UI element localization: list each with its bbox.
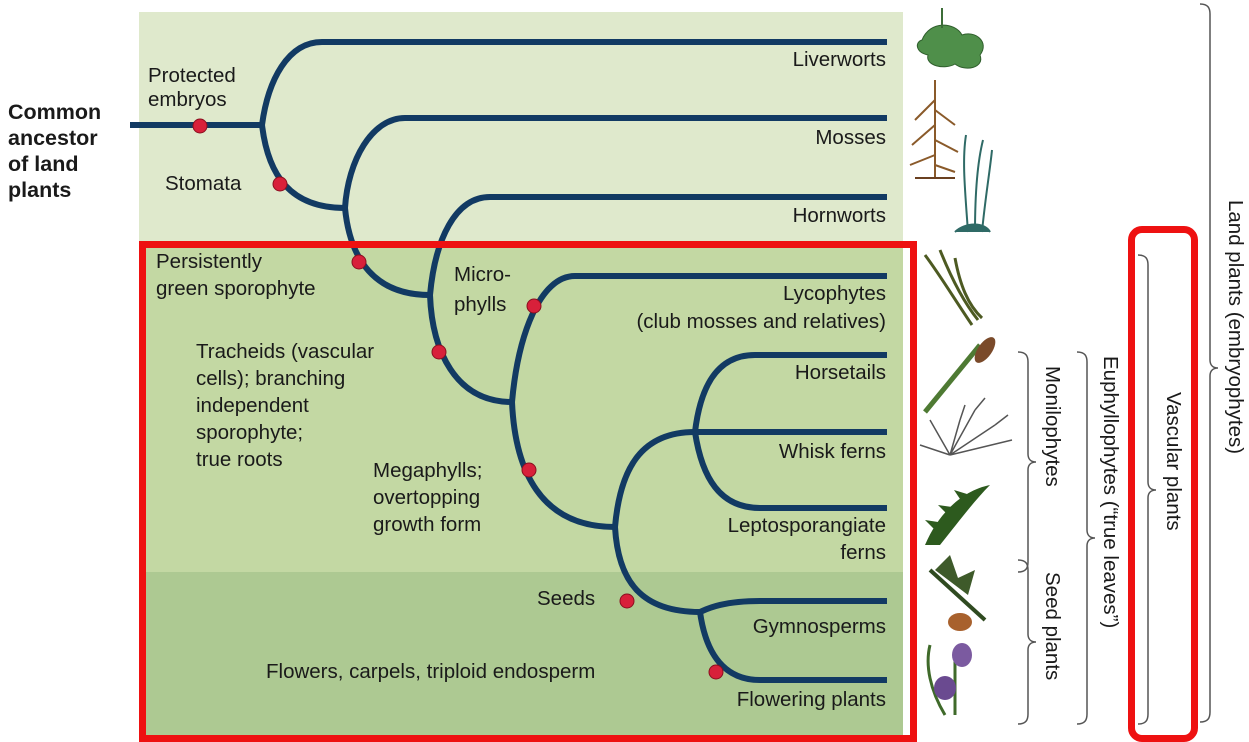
- group-euphyllophytes: Euphyllophytes (“true leaves”): [1098, 356, 1122, 628]
- root-label-line1: Common: [8, 99, 101, 125]
- taxon-whisk-ferns: Whisk ferns: [779, 440, 886, 464]
- trait-tracheids-line2: cells); branching: [196, 367, 345, 391]
- trait-tracheids-line4: sporophyte;: [196, 421, 303, 445]
- group-land-plants: Land plants (embryophytes): [1223, 200, 1247, 454]
- bracket-euphyllophytes: [1077, 352, 1095, 724]
- trait-protected-line1: Protected: [148, 64, 236, 88]
- taxon-mosses: Mosses: [815, 126, 886, 150]
- root-label-line2: ancestor: [8, 125, 98, 151]
- trait-megaphylls-line3: growth form: [373, 513, 481, 537]
- group-vascular-plants: Vascular plants: [1161, 392, 1185, 531]
- horsetail-illustration: [925, 334, 999, 412]
- whisk-fern-illustration: [920, 398, 1012, 455]
- iris-illustration: [928, 643, 972, 715]
- root-label-line3: of land: [8, 151, 78, 177]
- trait-megaphylls-line1: Megaphylls;: [373, 459, 482, 483]
- trait-dot-protected-embryos: [193, 119, 207, 133]
- taxon-gymnosperms: Gymnosperms: [753, 615, 886, 639]
- bracket-seed-plants: [1018, 560, 1036, 724]
- bracket-monilophytes: [1018, 352, 1036, 572]
- lycophyte-illustration: [925, 250, 982, 325]
- trait-seeds: Seeds: [537, 587, 595, 611]
- taxon-liverworts: Liverworts: [793, 48, 886, 72]
- trait-microphylls-line1: Micro-: [454, 263, 511, 287]
- group-seed-plants: Seed plants: [1040, 572, 1064, 680]
- trait-tracheids-line3: independent: [196, 394, 309, 418]
- trait-dot-stomata: [273, 177, 287, 191]
- branch-stomata: [262, 125, 345, 208]
- trait-microphylls-line2: phylls: [454, 293, 506, 317]
- trait-persistently-line2: green sporophyte: [156, 277, 316, 301]
- taxon-lycophytes-line2: (club mosses and relatives): [636, 310, 886, 334]
- fern-illustration: [925, 485, 990, 545]
- bracket-land-plants: [1200, 4, 1218, 722]
- group-monilophytes: Monilophytes: [1040, 366, 1064, 487]
- trait-tracheids-line5: true roots: [196, 448, 283, 472]
- taxon-horsetails: Horsetails: [795, 361, 886, 385]
- conifer-illustration: [930, 555, 985, 631]
- taxon-lepto-line2: ferns: [840, 541, 886, 565]
- hornwort-illustration: [955, 135, 992, 232]
- trait-flowers: Flowers, carpels, triploid endosperm: [266, 660, 595, 684]
- trait-tracheids-line1: Tracheids (vascular: [196, 340, 374, 364]
- trait-persistently-line1: Persistently: [156, 250, 262, 274]
- taxon-lycophytes-line1: Lycophytes: [783, 282, 886, 306]
- trait-stomata: Stomata: [165, 172, 241, 196]
- trait-megaphylls-line2: overtopping: [373, 486, 480, 510]
- taxon-lepto-line1: Leptosporangiate: [728, 514, 886, 538]
- trait-protected-line2: embryos: [148, 88, 227, 112]
- moss-illustration: [910, 80, 958, 178]
- liverwort-illustration: [917, 8, 983, 68]
- taxon-flowering-plants: Flowering plants: [737, 688, 886, 712]
- taxon-hornworts: Hornworts: [793, 204, 886, 228]
- root-label-line4: plants: [8, 177, 71, 203]
